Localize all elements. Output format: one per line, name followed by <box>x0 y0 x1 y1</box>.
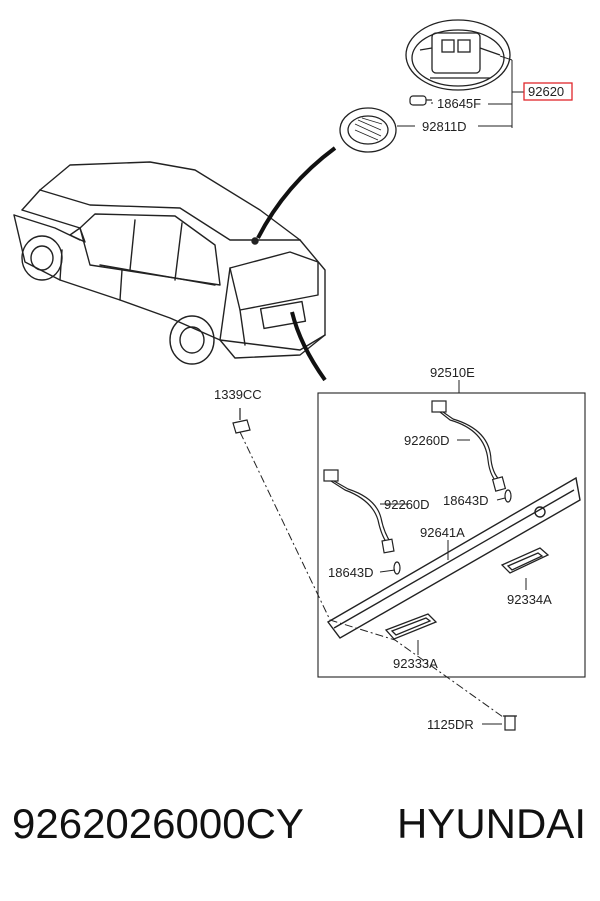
label-92510E: 92510E <box>430 365 475 380</box>
garnish-assembly-frame <box>317 392 586 678</box>
leader-curve-roof <box>256 146 337 239</box>
label-1339CC: 1339CC <box>214 387 262 402</box>
label-18643D-lower: 18643D <box>328 565 374 580</box>
screw-icon <box>503 715 517 731</box>
license-lamp-right <box>500 547 550 574</box>
garnish-bar <box>326 476 581 639</box>
label-92260D-upper: 92260D <box>404 433 450 448</box>
wiring-harness-upper <box>431 400 512 503</box>
footer: 9262026000CY HYUNDAI <box>0 800 600 870</box>
parts-diagram: 92620 18645F 92811D 92510E 1339CC 92260D… <box>13 19 586 732</box>
label-92641A: 92641A <box>420 525 465 540</box>
center-line <box>239 431 511 723</box>
leader-lines-box <box>379 439 527 725</box>
label-92260D-lower: 92260D <box>384 497 430 512</box>
leader-curve-garnish <box>290 311 327 382</box>
label-18645F: 18645F <box>437 96 481 111</box>
license-lamp-left <box>384 613 438 640</box>
label-92334A: 92334A <box>507 592 552 607</box>
part-number: 9262026000CY <box>12 800 304 847</box>
brand-name: HYUNDAI <box>396 800 586 847</box>
label-92333A: 92333A <box>393 656 438 671</box>
label-92620: 92620 <box>528 84 564 99</box>
label-92811D: 92811D <box>422 119 467 134</box>
clip-icon <box>232 408 251 434</box>
lamp-lens <box>339 107 397 153</box>
label-18643D-upper: 18643D <box>443 493 489 508</box>
label-1125DR: 1125DR <box>427 717 474 732</box>
room-lamp-assembly <box>405 19 511 91</box>
suv-illustration <box>13 161 326 365</box>
leader-lines-top <box>397 55 524 128</box>
bulb-icon <box>409 95 432 106</box>
wiring-harness-lower <box>323 469 401 575</box>
highlight-box <box>523 82 573 101</box>
